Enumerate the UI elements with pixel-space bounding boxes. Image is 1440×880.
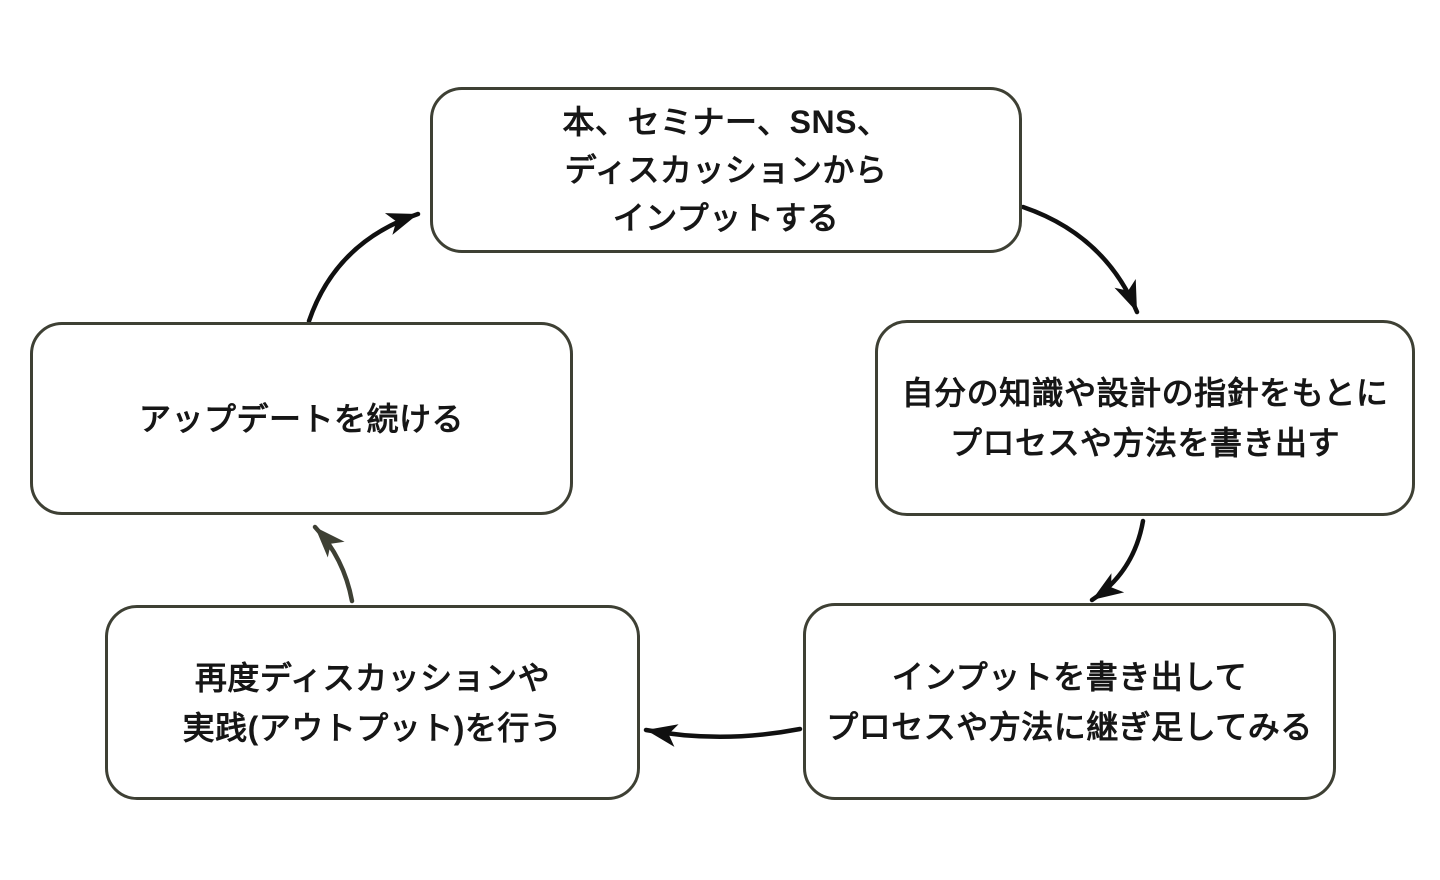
node-writeout-line-1: 自分の知識や設計の指針をもとに <box>901 375 1389 411</box>
node-update-line-1: アップデートを続ける <box>138 400 464 437</box>
node-append-line-2: プロセスや方法に継ぎ足してみる <box>826 708 1313 745</box>
node-input-line-1: 本、セミナー、SNS、 <box>562 104 890 140</box>
node-practice-line-2: 実践(アウトプット)を行う <box>182 709 563 746</box>
node-practice-line-1: 再度ディスカッションや <box>194 659 551 696</box>
node-input-line-3: インプットする <box>612 200 840 236</box>
arrow-practice-to-update <box>312 524 355 604</box>
node-writeout: 自分の知識や設計の指針をもとに プロセスや方法を書き出す <box>875 320 1415 516</box>
node-append-line-1: インプットを書き出して <box>891 658 1248 695</box>
node-append: インプットを書き出して プロセスや方法に継ぎ足してみる <box>803 603 1336 800</box>
node-input: 本、セミナー、SNS、 ディスカッションから インプットする <box>430 87 1022 253</box>
arrow-append-to-practice <box>643 724 803 747</box>
node-writeout-line-2: プロセスや方法を書き出す <box>949 425 1340 461</box>
node-update: アップデートを続ける <box>30 322 573 515</box>
arrow-input-to-writeout <box>1020 204 1140 315</box>
arrow-update-to-input <box>306 211 421 324</box>
arrow-writeout-to-append <box>1089 518 1146 603</box>
node-practice: 再度ディスカッションや 実践(アウトプット)を行う <box>105 605 640 800</box>
node-input-line-2: ディスカッションから <box>564 152 888 188</box>
